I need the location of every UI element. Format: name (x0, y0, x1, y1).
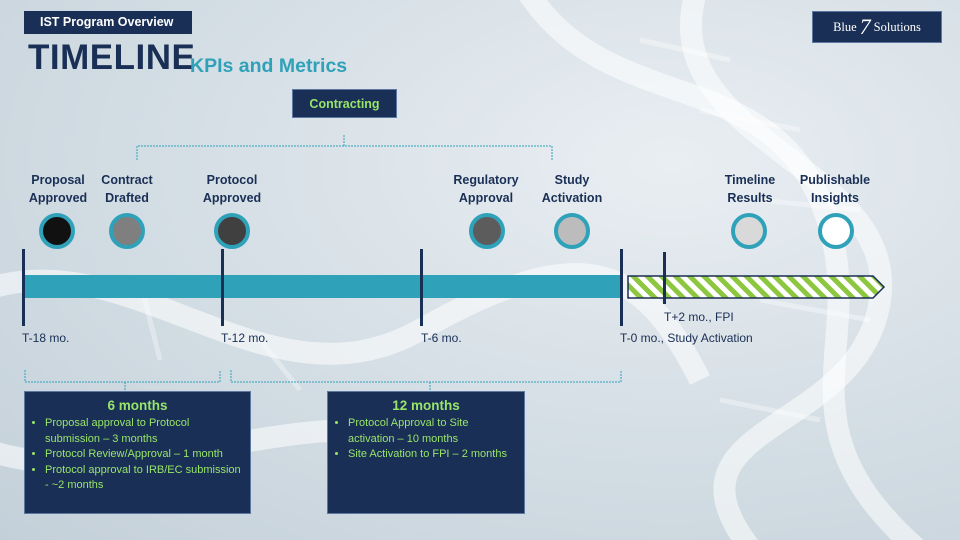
milestone-label-line1: Protocol (206, 173, 258, 187)
tick-t12 (221, 249, 224, 326)
tick-tplus2 (663, 252, 666, 304)
milestone-dot (818, 213, 854, 249)
page-subtitle: KPIs and Metrics (190, 55, 348, 77)
list-item: Protocol Approval to Site activation – 1… (348, 416, 516, 447)
future-arrow (627, 275, 886, 299)
milestone-dot (469, 213, 505, 249)
milestone-dot (731, 213, 767, 249)
milestone-label-line1: Proposal (31, 173, 85, 187)
milestone-label-line2: Approval (458, 191, 514, 205)
milestone-dot (554, 213, 590, 249)
milestone-dot (109, 213, 145, 249)
list-item: Proposal approval to Protocol submission… (45, 416, 242, 447)
six-months-title: 6 months (107, 398, 168, 413)
milestone-label-line2: Approved (202, 191, 262, 205)
logo-text-left: Blue (833, 19, 857, 34)
company-logo: Blue 7 Solutions (812, 11, 942, 43)
twelve-months-title: 12 months (392, 398, 460, 413)
tick-label-t6: T-6 mo. (421, 331, 462, 345)
milestone-label-line1: Contract (101, 173, 153, 187)
milestone-label-line2: Results (727, 191, 773, 205)
six-months-box: 6 months Proposal approval to Protocol s… (24, 391, 251, 514)
milestone-label-line2: Approved (28, 191, 88, 205)
tick-t6 (420, 249, 423, 326)
list-item: Protocol approval to IRB/EC submission -… (45, 463, 242, 494)
tick-label-t0: T-0 mo., Study Activation (620, 331, 753, 345)
milestone-label-line2: Activation (541, 191, 603, 205)
twelve-months-list: Protocol Approval to Site activation – 1… (336, 416, 516, 463)
milestone-label-line1: Timeline (724, 173, 776, 187)
twelve-months-box: 12 months Protocol Approval to Site acti… (327, 391, 525, 514)
contracting-bracket (136, 135, 553, 160)
logo-text-right: Solutions (873, 19, 921, 34)
tick-t0 (620, 249, 623, 326)
page-title: TIMELINE (28, 38, 196, 77)
milestone-label-line1: Study (554, 173, 590, 187)
milestone-label-line2: Drafted (105, 191, 149, 205)
milestone-label-line1: Regulatory (453, 173, 519, 187)
six-months-list: Proposal approval to Protocol submission… (33, 416, 242, 494)
tick-label-t12: T-12 mo. (221, 331, 269, 345)
milestone-dot (214, 213, 250, 249)
tick-label-tplus2: T+2 mo., FPI (664, 310, 734, 324)
contracting-label: Contracting (292, 89, 397, 118)
tick-t18 (22, 249, 25, 326)
twelve-month-bracket (230, 370, 622, 392)
section-tag: IST Program Overview (24, 11, 192, 34)
milestone-label-line1: Publishable (799, 173, 871, 187)
milestone-label-line2: Insights (811, 191, 859, 205)
list-item: Site Activation to FPI – 2 months (348, 447, 516, 463)
milestone-dot (39, 213, 75, 249)
logo-seven: 7 (859, 14, 871, 39)
list-item: Protocol Review/Approval – 1 month (45, 447, 242, 463)
tick-label-t18: T-18 mo. (22, 331, 70, 345)
six-month-bracket (24, 370, 221, 392)
timeline-bar (24, 275, 622, 298)
